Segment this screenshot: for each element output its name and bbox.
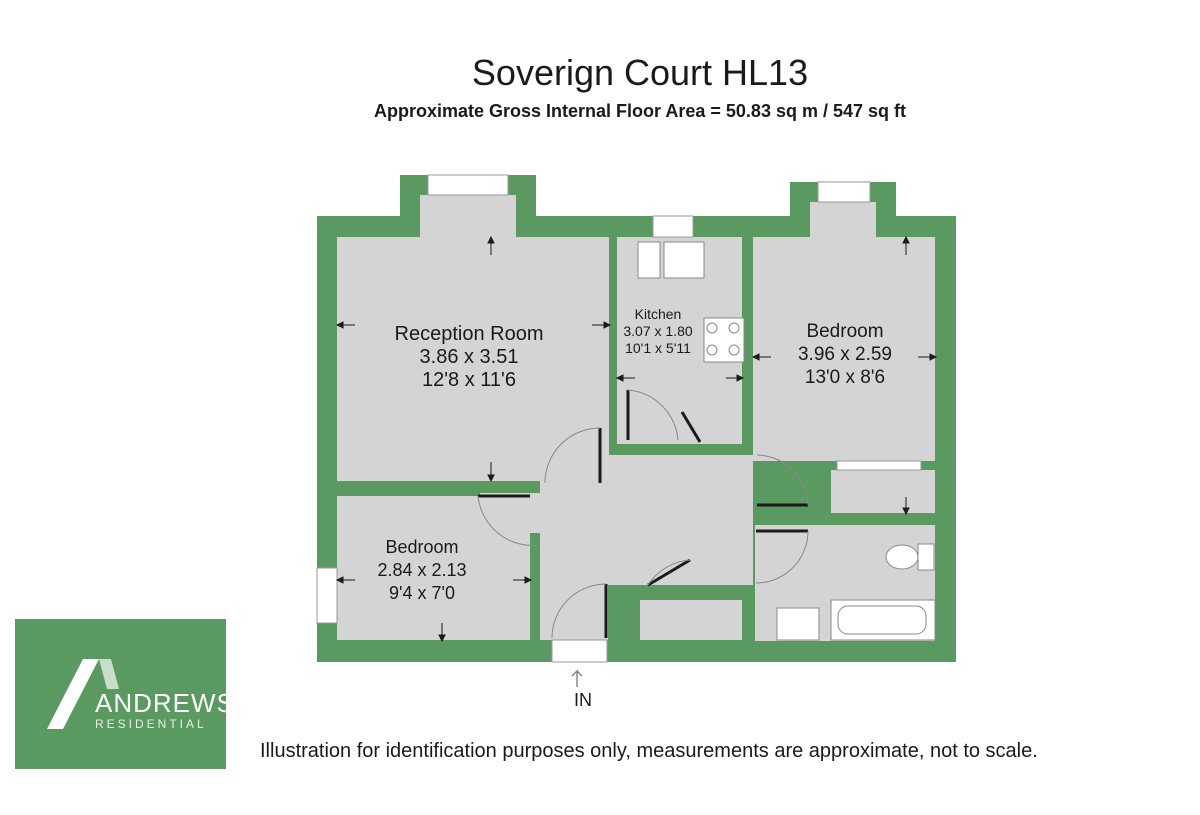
entrance-opening[interactable] — [551, 639, 608, 663]
cistern — [917, 543, 935, 571]
floors — [337, 195, 935, 641]
room-kitchen-label: Kitchen 3.07 x 1.80 10'1 x 5'11 — [623, 306, 692, 356]
window-bedroom-1 — [817, 181, 871, 203]
storage-floor — [640, 600, 742, 640]
hallway-floor — [540, 455, 753, 585]
dimension-markers — [335, 235, 938, 643]
entrance-arrow-icon — [571, 669, 583, 687]
windows — [316, 174, 922, 663]
andrews-a-mark-icon — [47, 659, 119, 729]
toilet-icon — [885, 544, 919, 570]
entrance-marker: IN — [571, 669, 592, 710]
wardrobe-floor — [831, 470, 935, 513]
bedroom-2-metric: 2.84 x 2.13 — [377, 560, 466, 580]
basin-icon — [776, 607, 820, 641]
bedroom-1-metric: 3.96 x 2.59 — [798, 344, 892, 365]
kitchen-metric: 3.07 x 1.80 — [623, 323, 692, 339]
plan-title: Soverign Court HL13 — [471, 52, 809, 93]
reception-imperial: 12'8 x 11'6 — [422, 369, 516, 391]
window-reception — [427, 174, 509, 196]
company-logo: ANDREWS RESIDENTIAL — [15, 619, 234, 769]
sink-icon — [663, 241, 705, 279]
window-bedroom-2 — [316, 567, 338, 624]
room-reception-label: Reception Room 3.86 x 3.51 12'8 x 11'6 — [395, 323, 544, 391]
kitchen-name: Kitchen — [635, 306, 682, 322]
bedroom-2-floor — [337, 496, 530, 640]
doors — [477, 389, 809, 639]
reception-room-floor — [337, 237, 609, 481]
window-kitchen — [652, 215, 694, 238]
room-bedroom-2-label: Bedroom 2.84 x 2.13 9'4 x 7'0 — [377, 537, 466, 603]
entrance-label: IN — [574, 690, 592, 710]
kitchen-imperial: 10'1 x 5'11 — [625, 340, 691, 356]
reception-metric: 3.86 x 3.51 — [420, 346, 519, 368]
drainer — [637, 241, 661, 279]
bedroom-1-imperial: 13'0 x 8'6 — [805, 367, 885, 388]
bedroom-2-imperial: 9'4 x 7'0 — [389, 583, 455, 603]
room-bedroom-1-label: Bedroom 3.96 x 2.59 13'0 x 8'6 — [798, 321, 892, 388]
logo-wordmark: ANDREWS — [95, 688, 235, 718]
wardrobe-doors — [836, 460, 922, 471]
bedroom-1-floor — [753, 237, 935, 461]
logo-subtitle: RESIDENTIAL — [95, 717, 207, 731]
bedroom-1-bay-floor — [810, 202, 876, 240]
reception-bay-floor — [420, 195, 516, 240]
bathroom-fittings — [776, 543, 936, 641]
reception-name: Reception Room — [395, 323, 544, 345]
kitchen-fittings — [637, 241, 745, 363]
entrance-floor — [540, 585, 608, 640]
disclaimer: Illustration for identification purposes… — [260, 740, 1038, 762]
bedroom-2-name: Bedroom — [385, 537, 458, 557]
bedroom-1-name: Bedroom — [806, 321, 883, 342]
floor-area-subtitle: Approximate Gross Internal Floor Area = … — [373, 101, 906, 121]
